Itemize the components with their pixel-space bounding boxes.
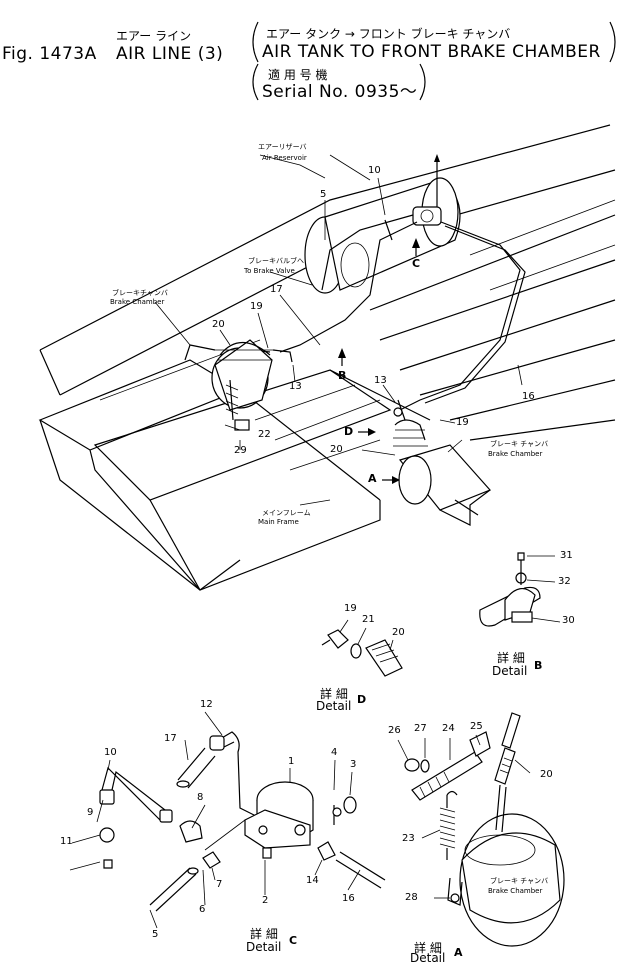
part-number: 25: [470, 721, 483, 732]
paren-right-2: [419, 63, 426, 101]
serial-number: Serial No. 0935～: [262, 82, 418, 102]
detail-d-title-jp: 詳 細: [320, 687, 348, 701]
part-number: 6: [199, 904, 206, 915]
part-number: 20: [540, 769, 553, 780]
detail-d-letter: D: [357, 693, 367, 706]
part-number: 28: [405, 892, 418, 903]
part-number: 14: [306, 875, 319, 886]
brake-valve-label: To Brake Valve: [244, 267, 295, 275]
part-number: 32: [558, 576, 571, 587]
right-brake-chamber-label-jp: ブレーキ チャンバ: [490, 440, 549, 448]
part-number: 11: [60, 836, 73, 847]
detail-a-drawing: [397, 712, 565, 947]
marker-d: D: [344, 425, 354, 438]
part-number: 1: [288, 756, 295, 767]
air-reservoir-label-jp: エアーリザーバ: [258, 143, 307, 151]
right-brake-chamber-label: Brake Chamber: [488, 450, 543, 458]
left-brake-chamber-label-jp: ブレーキチャンバ: [112, 289, 168, 297]
part-number: 30: [562, 615, 575, 626]
subtitle-en: AIR TANK TO FRONT BRAKE CHAMBER: [262, 42, 601, 62]
part-number: 21: [362, 614, 375, 625]
paren-left-1: [252, 21, 259, 63]
paren-left-2: [252, 63, 259, 101]
part-number: 20: [392, 627, 405, 638]
part-number: 4: [331, 747, 338, 758]
part-number: 16: [522, 391, 535, 402]
part-number: 7: [216, 879, 223, 890]
part-number: 13: [374, 375, 387, 386]
part-number: 24: [442, 723, 455, 734]
air-reservoir-label: Air Reservoir: [262, 154, 307, 162]
subtitle-jp: エアー タンク → フロント ブレーキ チャンバ: [266, 27, 511, 41]
main-frame-label: Main Frame: [258, 518, 299, 526]
air-lines: [249, 214, 526, 411]
detail-d-drawing: [321, 619, 403, 677]
part-number: 13: [289, 381, 302, 392]
part-number: 29: [234, 445, 247, 456]
part-number: 23: [402, 833, 415, 844]
part-number: 19: [456, 417, 469, 428]
part-number: 19: [250, 301, 263, 312]
figure-number: Fig. 1473A: [2, 44, 97, 64]
marker-c: C: [412, 257, 421, 270]
part-number: 9: [87, 807, 94, 818]
part-number: 26: [388, 725, 401, 736]
left-brake-chamber-label: Brake Chamber: [110, 298, 165, 306]
detail-c-title-jp: 詳 細: [250, 927, 278, 941]
marker-b: B: [338, 369, 347, 382]
serial-jp: 適 用 号 機: [268, 68, 328, 82]
tank-valve: [412, 154, 442, 226]
detail-b-title: Detail: [492, 664, 528, 678]
paren-right-1: [609, 21, 616, 63]
detail-a-letter: A: [454, 946, 463, 959]
part-number: 19: [344, 603, 357, 614]
part-number: 10: [104, 747, 117, 758]
detail-a-title: Detail: [410, 951, 446, 965]
title-jp: エアー ライン: [116, 29, 192, 43]
part-number: 2: [262, 895, 269, 906]
detail-b-drawing: [479, 552, 561, 627]
part-number: 5: [152, 929, 159, 940]
part-number: 31: [560, 550, 573, 561]
leader-lines: [154, 154, 523, 506]
part-number: 3: [350, 759, 357, 770]
brake-valve-label-jp: ブレーキバルブへ: [248, 257, 304, 265]
detail-a-title-jp: 詳 細: [414, 941, 442, 955]
part-number: 20: [212, 319, 225, 330]
detail-c-title: Detail: [246, 940, 282, 954]
detail-a-chamber-label: Brake Chamber: [488, 887, 543, 895]
part-number: 17: [270, 284, 283, 295]
left-brake-chamber: [184, 339, 293, 431]
part-number: 20: [330, 444, 343, 455]
part-number: 16: [342, 893, 355, 904]
title-en: AIR LINE (3): [116, 44, 224, 64]
part-number: 17: [164, 733, 177, 744]
main-frame-label-jp: メインフレーム: [262, 509, 311, 517]
part-number: 12: [200, 699, 213, 710]
part-number: 10: [368, 165, 381, 176]
detail-c-letter: C: [289, 934, 298, 947]
part-number: 5: [320, 189, 327, 200]
part-number: 22: [258, 429, 271, 440]
view-arrows: [338, 238, 420, 484]
detail-a-chamber-label-jp: ブレーキ チャンバ: [490, 877, 549, 885]
detail-b-letter: B: [534, 659, 543, 672]
marker-a: A: [368, 472, 377, 485]
detail-b-title-jp: 詳 細: [497, 651, 525, 665]
part-number: 27: [414, 723, 427, 734]
detail-d-title: Detail: [316, 699, 352, 713]
right-brake-chamber: [393, 399, 492, 526]
detail-c-drawing: [69, 711, 386, 929]
part-number: 8: [197, 792, 204, 803]
